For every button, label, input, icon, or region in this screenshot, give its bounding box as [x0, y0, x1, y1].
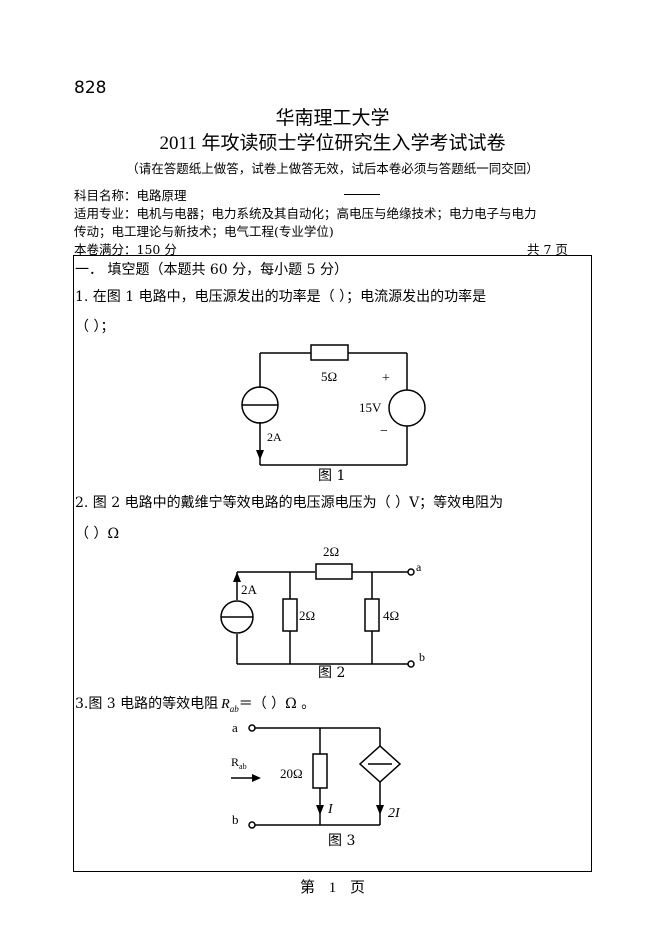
- figure-2-right-resistor-label: 4Ω: [383, 608, 399, 623]
- figure-3-node-b: b: [232, 812, 239, 827]
- instructions: （请在答题纸上做答，试卷上做答无效，试后本卷必须与答题纸一同交回）: [126, 161, 539, 176]
- figure-3-rab-subscript: ab: [239, 762, 247, 771]
- question-1-line-2: （ ）；: [75, 319, 115, 335]
- figure-1-circuit: 5Ω + 15V − 2A: [241, 344, 426, 466]
- figure-3-node-a: a: [232, 720, 238, 735]
- figure-1-caption: 图 1: [318, 468, 346, 484]
- section-title: 一． 填空题（本题共 60 分，每小题 5 分）: [75, 262, 348, 278]
- figure-1-plus: +: [382, 371, 390, 386]
- figure-3-current-label: I: [327, 802, 334, 817]
- figure-2-middle-resistor-label: 2Ω: [299, 608, 315, 623]
- figure-3-circuit: a b Rab 20Ω I 2I: [231, 720, 402, 829]
- university-name: 华南理工大学: [275, 107, 390, 129]
- majors-line-2: 传动；电工理论与新技术；电气工程(专业学位): [74, 224, 334, 239]
- figure-3-resistor-label: 20Ω: [280, 766, 303, 781]
- figure-2-circuit: 2Ω 2A 2Ω 4Ω a b: [220, 544, 425, 668]
- full-score: 本卷满分：150 分: [74, 242, 177, 257]
- exam-title: 2011 年攻读硕士学位研究生入学考试试卷: [159, 133, 506, 154]
- question-frame: [73, 255, 592, 872]
- figure-3-dependent-current-label: 2I: [388, 806, 401, 821]
- question-2-line-1: 2. 图 2 电路中的戴维宁等效电路的电压源电压为（ ）V；等效电阻为: [75, 495, 504, 511]
- subject-underline: [344, 194, 380, 195]
- figure-2-top-resistor-label: 2Ω: [323, 544, 339, 559]
- question-1-line-1: 1. 在图 1 电路中，电压源发出的功率是（ ）；电流源发出的功率是: [75, 289, 487, 305]
- figure-1-current-label: 2A: [267, 430, 282, 444]
- majors-line-1: 适用专业：电机与电器；电力系统及其自动化；高电压与绝缘技术；电力电子与电力: [74, 206, 537, 221]
- question-3-suffix: ＝（ ）Ω 。: [238, 696, 316, 712]
- question-2-line-2: （ ）Ω: [75, 526, 120, 542]
- figure-2-source-label: 2A: [241, 582, 258, 597]
- total-pages: 共 7 页: [527, 242, 568, 257]
- figure-1-resistor-label: 5Ω: [321, 369, 337, 384]
- subject-name: 科目名称：电路原理: [74, 188, 187, 203]
- question-3-prefix: 3.图 3 电路的等效电阻: [75, 696, 219, 712]
- page-number: 第 1 页: [299, 880, 365, 896]
- exam-code: 828: [74, 78, 107, 98]
- figure-3-rab-letter: R: [231, 755, 239, 769]
- figure-2-caption: 图 2: [318, 665, 346, 681]
- figure-2-node-b: b: [419, 650, 425, 664]
- figure-3-caption: 图 3: [328, 833, 356, 849]
- figure-2-node-a: a: [416, 560, 422, 574]
- figure-1-voltage-label: 15V: [359, 400, 382, 415]
- figure-1-minus: −: [380, 424, 388, 439]
- question-3-variable: R: [221, 697, 230, 712]
- question-3-subscript: ab: [229, 703, 239, 714]
- figure-3-rab-label: Rab: [231, 755, 247, 771]
